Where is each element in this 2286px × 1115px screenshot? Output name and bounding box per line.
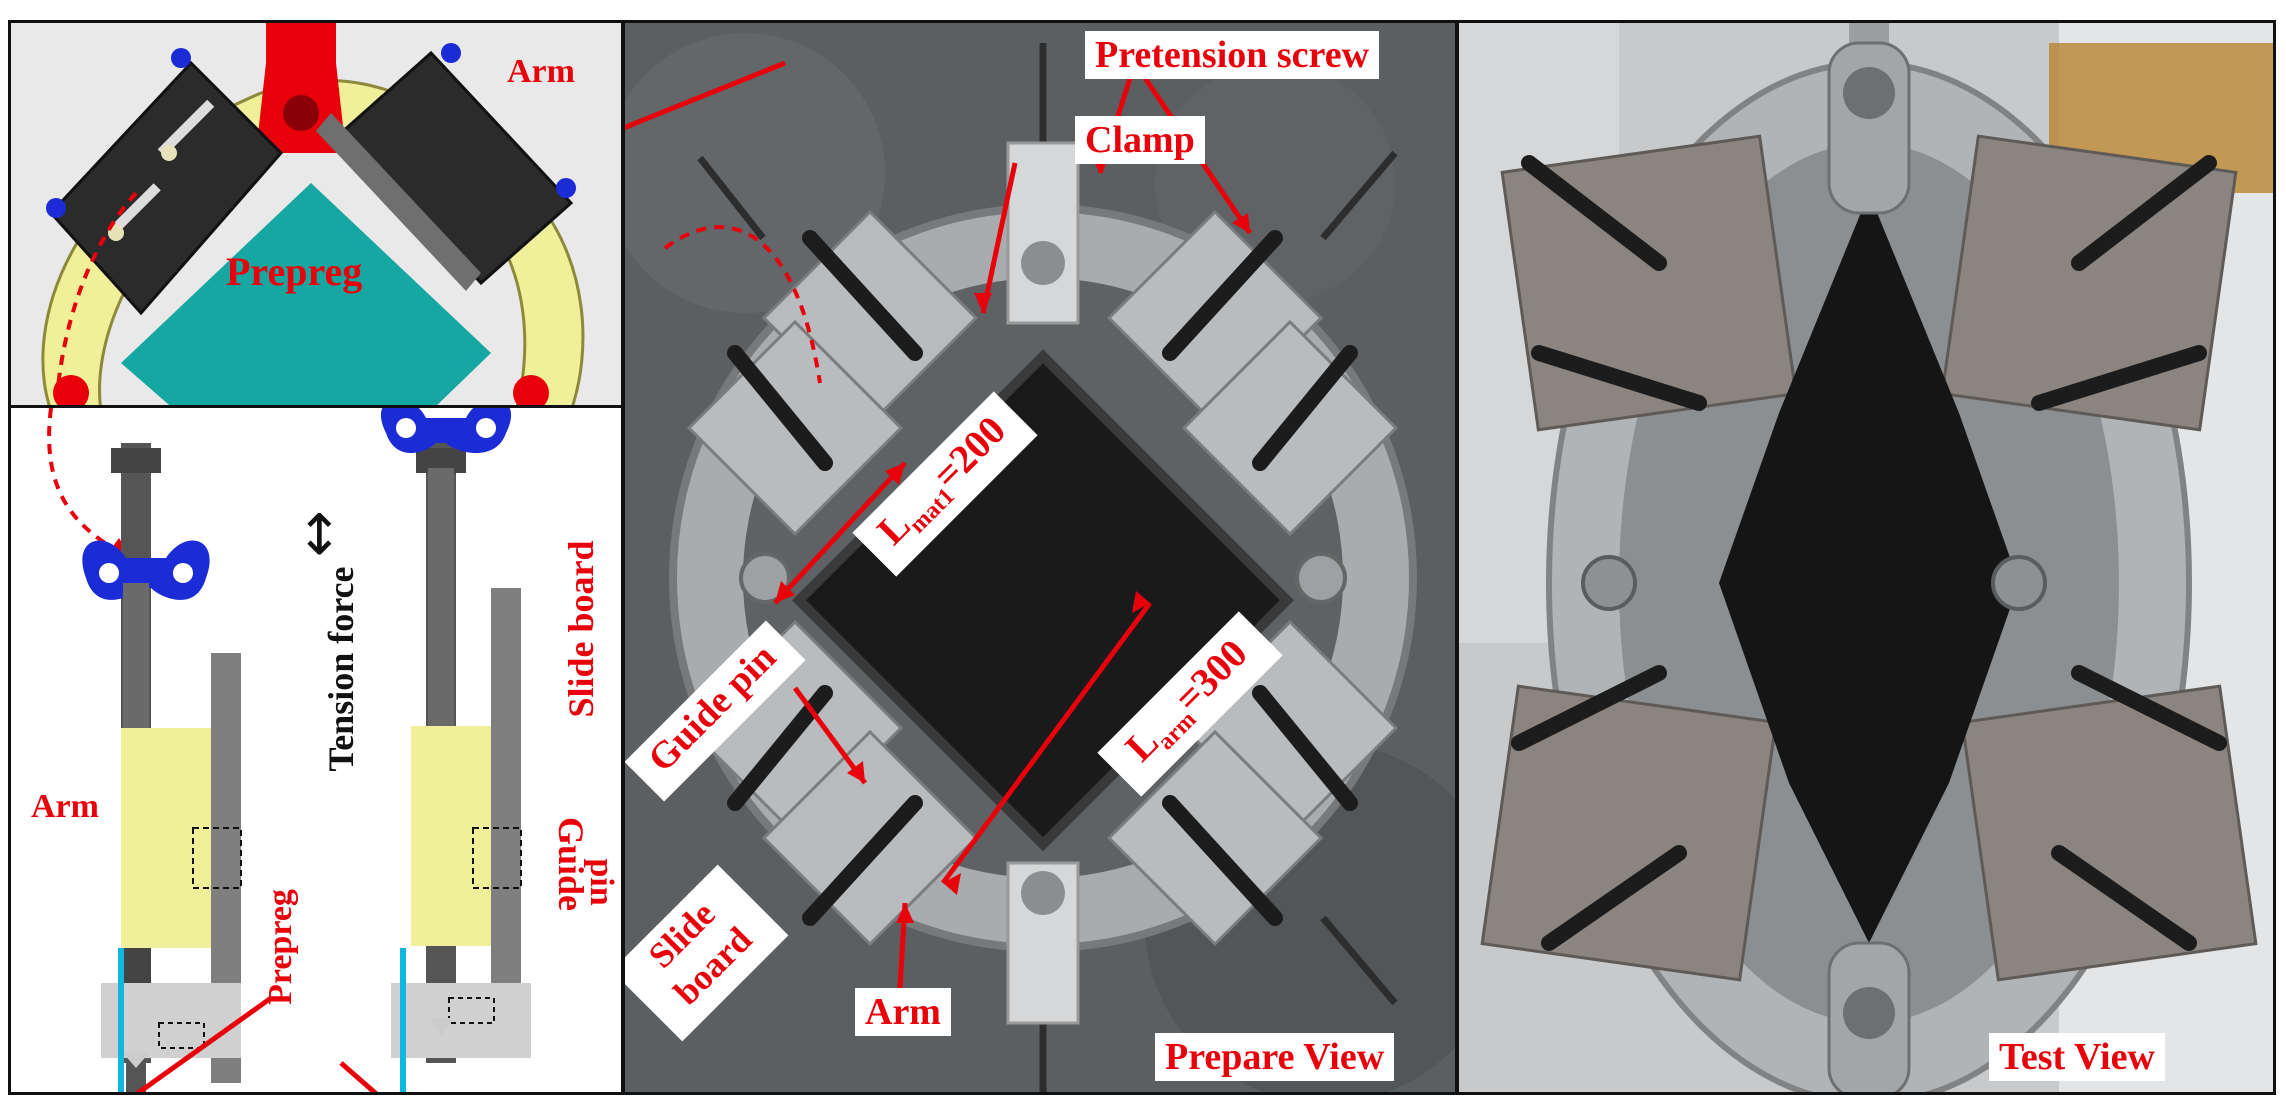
test-view-panel: Test View (1456, 20, 2276, 1095)
prepare-view-label: Prepare View (1155, 1033, 1395, 1081)
l-arm-main: L (1116, 719, 1168, 770)
l-mat-main: L (868, 502, 919, 554)
cad-detail-tension-force-label: Tension force (321, 566, 361, 772)
cad-detail-pin-label: pin (583, 858, 620, 906)
test-view-photo (1459, 23, 2273, 1092)
clamp-label: Clamp (1075, 116, 1205, 164)
cad-detail-panel: Arm Tension force ↕ Slide board Guide pi… (8, 405, 624, 1095)
prepare-view-panel: Pretension screw Clamp Lmat1=200 Larm=30… (622, 20, 1458, 1095)
tension-force-arrow-icon: ↕ (296, 503, 343, 568)
cad-detail-arm-label: Arm (31, 788, 99, 825)
pretension-screw-label: Pretension screw (1085, 31, 1380, 79)
prepare-arm-label: Arm (855, 988, 951, 1036)
cad-detail-drawing (47, 408, 531, 1092)
cad-detail-prepreg-label: Prepreg (262, 889, 299, 1005)
cad-detail-slide-board-label: Slide board (561, 540, 601, 718)
test-view-label: Test View (1989, 1033, 2165, 1081)
cad-top-arm-label: Arm (507, 53, 575, 90)
cad-top-drawing (41, 23, 585, 405)
cad-top-panel: Arm Prepreg (8, 20, 624, 408)
cad-top-prepreg-label: Prepreg (226, 249, 363, 294)
